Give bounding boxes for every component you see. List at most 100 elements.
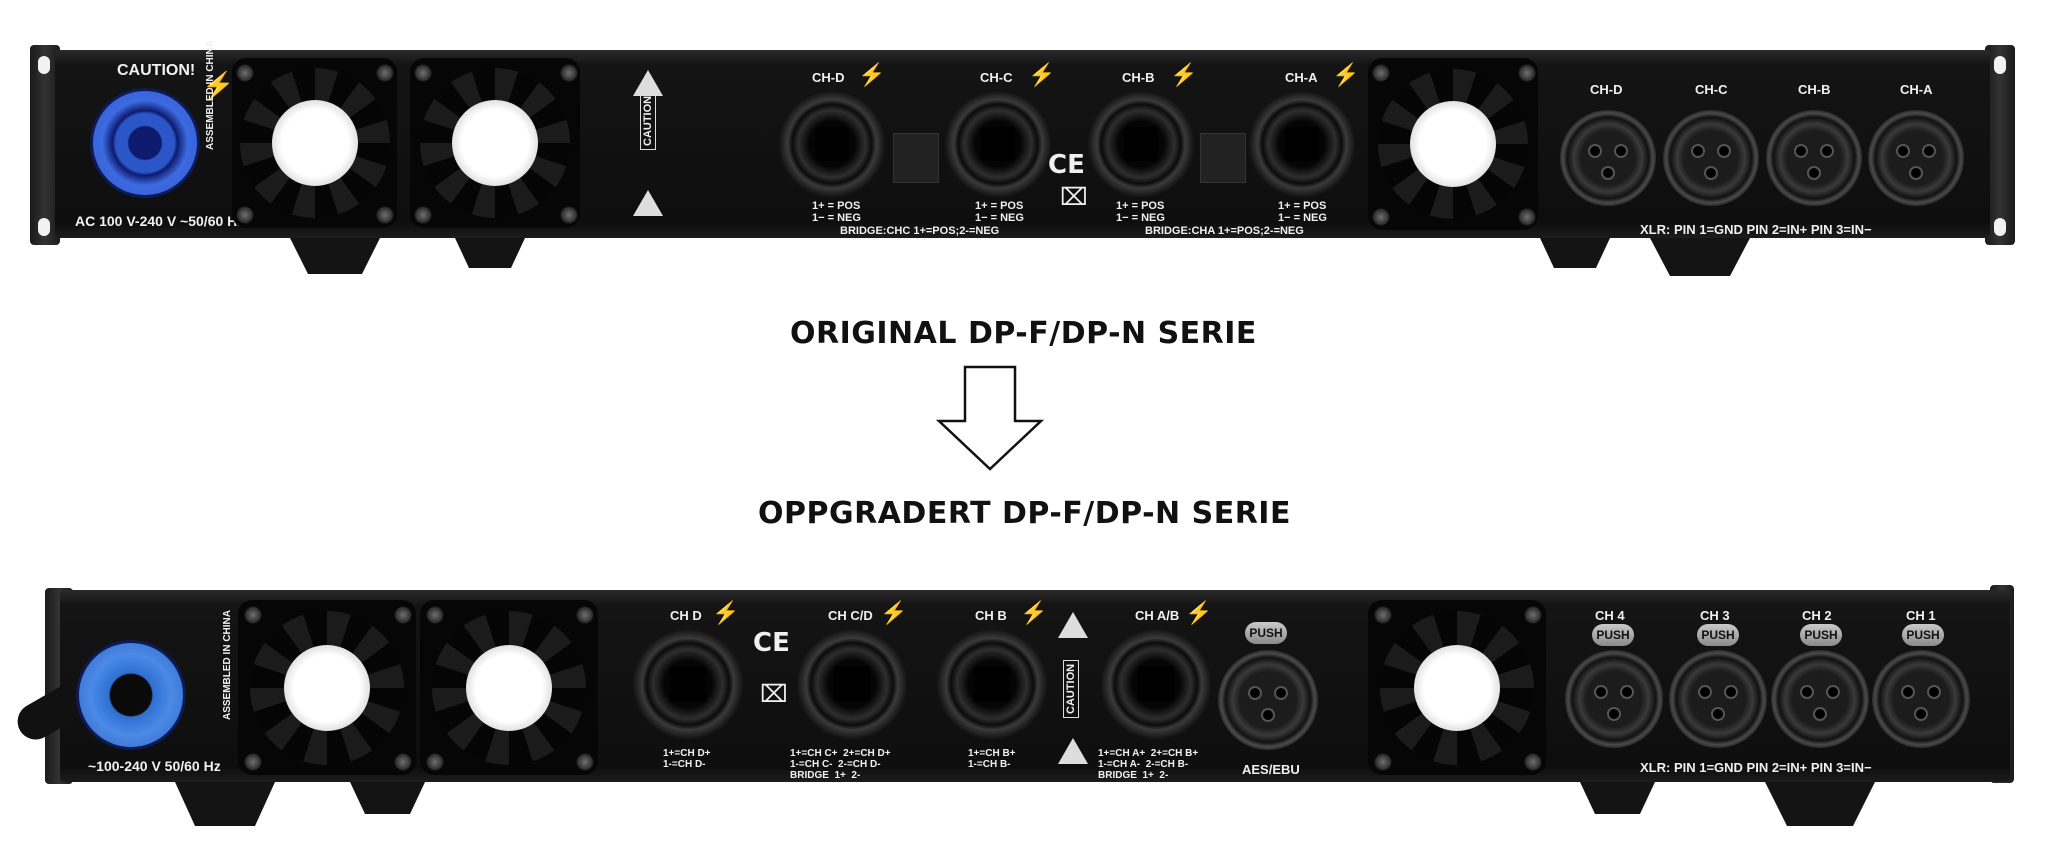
speakon-output-ch-b[interactable]	[936, 628, 1048, 740]
rack-hole	[38, 218, 50, 236]
push-release-tab[interactable]: PUSH	[1800, 624, 1842, 646]
speakon-output-ch-cd[interactable]	[796, 628, 908, 740]
down-arrow-icon	[935, 365, 1045, 471]
xlr-pinout-label: XLR: PIN 1=GND PIN 2=IN+ PIN 3=IN−	[1640, 760, 1872, 775]
pin-pos-label: 1+ = POS	[812, 200, 861, 212]
foot	[1540, 238, 1610, 268]
foot	[290, 238, 380, 274]
lightning-icon: ⚡	[1170, 62, 1198, 87]
speakon-output-ch-ab[interactable]	[1100, 628, 1212, 740]
push-release-tab[interactable]: PUSH	[1902, 624, 1944, 646]
xlr-pinout-label: XLR: PIN 1=GND PIN 2=IN+ PIN 3=IN−	[1640, 222, 1872, 237]
vent	[893, 133, 939, 183]
pin-pos-label: 1+ = POS	[1116, 200, 1165, 212]
speakon-output-ch-d[interactable]	[778, 90, 886, 198]
bridge-left-label: BRIDGE:CHC 1+=POS;2-=NEG	[840, 225, 1000, 237]
cooling-fan	[1368, 58, 1538, 230]
lightning-icon: ⚡	[1020, 600, 1048, 625]
weee-bin-icon: ⌧	[1060, 184, 1088, 211]
xlr-label: CH-B	[1798, 82, 1831, 97]
xlr-label: CH 4	[1595, 608, 1625, 623]
rack-ear-right	[1985, 45, 2015, 245]
powercon-input-connector[interactable]	[76, 640, 186, 750]
caution-box-label: CAUTION	[640, 91, 656, 150]
cooling-fan	[410, 58, 580, 228]
xlr-input-ch-2[interactable]	[1771, 650, 1869, 748]
xlr-input-ch-1[interactable]	[1872, 650, 1970, 748]
voltage-label: ~100-240 V 50/60 Hz	[88, 758, 221, 774]
speakon-output-ch-b[interactable]	[1087, 90, 1195, 198]
xlr-input-ch-c[interactable]	[1663, 110, 1759, 206]
vent	[1200, 133, 1246, 183]
warning-icon	[1058, 612, 1088, 638]
pin-pos-label: 1+ = POS	[1278, 200, 1327, 212]
chab-pin-label: 1+=CH A+ 2+=CH B+ 1-=CH A- 2-=CH B- BRID…	[1098, 748, 1199, 781]
xlr-label: CH 2	[1802, 608, 1832, 623]
speakon-label: CH-B	[1122, 70, 1155, 85]
xlr-input-ch-d[interactable]	[1560, 110, 1656, 206]
pin-pos-label: 1+ = POS	[975, 200, 1024, 212]
chd-pin-label: 1+=CH D+ 1-=CH D-	[663, 748, 711, 770]
powercon-input-connector[interactable]	[90, 88, 200, 198]
xlr-input-ch-a[interactable]	[1868, 110, 1964, 206]
push-release-tab[interactable]: PUSH	[1592, 624, 1634, 646]
ce-mark-icon: CE	[1048, 150, 1085, 180]
caution-box-label: CAUTION	[1063, 659, 1079, 718]
upgraded-series-caption: OPPGRADERT DP-F/DP-N SERIE	[758, 496, 1291, 531]
lightning-icon: ⚡	[880, 600, 908, 625]
push-release-tab[interactable]: PUSH	[1245, 622, 1287, 644]
pin-neg-label: 1− = NEG	[1278, 212, 1327, 224]
speakon-label: CH-A	[1285, 70, 1318, 85]
warning-icon	[633, 70, 663, 96]
cooling-fan	[420, 600, 598, 775]
cooling-fan	[238, 600, 416, 775]
xlr-label: CH-D	[1590, 82, 1623, 97]
xlr-label: CH 3	[1700, 608, 1730, 623]
speakon-label: CH-C	[980, 70, 1013, 85]
speakon-label: CH A/B	[1135, 608, 1180, 623]
lightning-icon: ⚡	[1332, 62, 1360, 87]
xlr-label: CH-C	[1695, 82, 1728, 97]
chcd-pin-label: 1+=CH C+ 2+=CH D+ 1-=CH C- 2-=CH D- BRID…	[790, 748, 891, 781]
foot	[455, 238, 525, 268]
foot	[1765, 782, 1875, 826]
assembled-label: ASSEMBLED IN CHINA	[222, 609, 233, 720]
xlr-input-ch-3[interactable]	[1669, 650, 1767, 748]
speakon-output-ch-a[interactable]	[1248, 90, 1356, 198]
speakon-output-ch-d[interactable]	[632, 628, 744, 740]
lightning-icon: ⚡	[1185, 600, 1213, 625]
aes-ebu-label: AES/EBU	[1242, 762, 1300, 777]
cooling-fan	[232, 58, 397, 228]
foot	[175, 782, 275, 826]
xlr-label: CH-A	[1900, 82, 1933, 97]
warning-icon	[633, 190, 663, 216]
weee-bin-icon: ⌧	[760, 681, 788, 708]
pin-neg-label: 1− = NEG	[1116, 212, 1165, 224]
cooling-fan	[1368, 600, 1546, 775]
foot	[350, 782, 425, 814]
foot	[1650, 238, 1750, 276]
xlr-input-ch-b[interactable]	[1766, 110, 1862, 206]
chb-pin-label: 1+=CH B+ 1-=CH B-	[968, 748, 1016, 770]
voltage-label: AC 100 V-240 V ~50/60 Hz	[75, 213, 245, 229]
speakon-label: CH C/D	[828, 608, 873, 623]
speakon-output-ch-c[interactable]	[944, 90, 1052, 198]
speakon-label: CH D	[670, 608, 702, 623]
assembled-label: ASSEMBLED IN CHINA	[205, 39, 216, 150]
speakon-label: CH-D	[812, 70, 845, 85]
push-release-tab[interactable]: PUSH	[1697, 624, 1739, 646]
lightning-icon: ⚡	[712, 600, 740, 625]
xlr-input-ch-4[interactable]	[1565, 650, 1663, 748]
rack-hole	[38, 56, 50, 74]
speakon-label: CH B	[975, 608, 1007, 623]
rack-hole	[1994, 218, 2006, 236]
caution-label: CAUTION!	[117, 62, 196, 79]
bridge-right-label: BRIDGE:CHA 1+=POS;2-=NEG	[1145, 225, 1304, 237]
pin-neg-label: 1− = NEG	[812, 212, 861, 224]
aes-ebu-xlr-input[interactable]	[1218, 650, 1318, 750]
foot	[1580, 782, 1655, 814]
warning-icon	[1058, 738, 1088, 764]
rack-hole	[1994, 56, 2006, 74]
xlr-label: CH 1	[1906, 608, 1936, 623]
ce-mark-icon: CE	[753, 628, 790, 658]
